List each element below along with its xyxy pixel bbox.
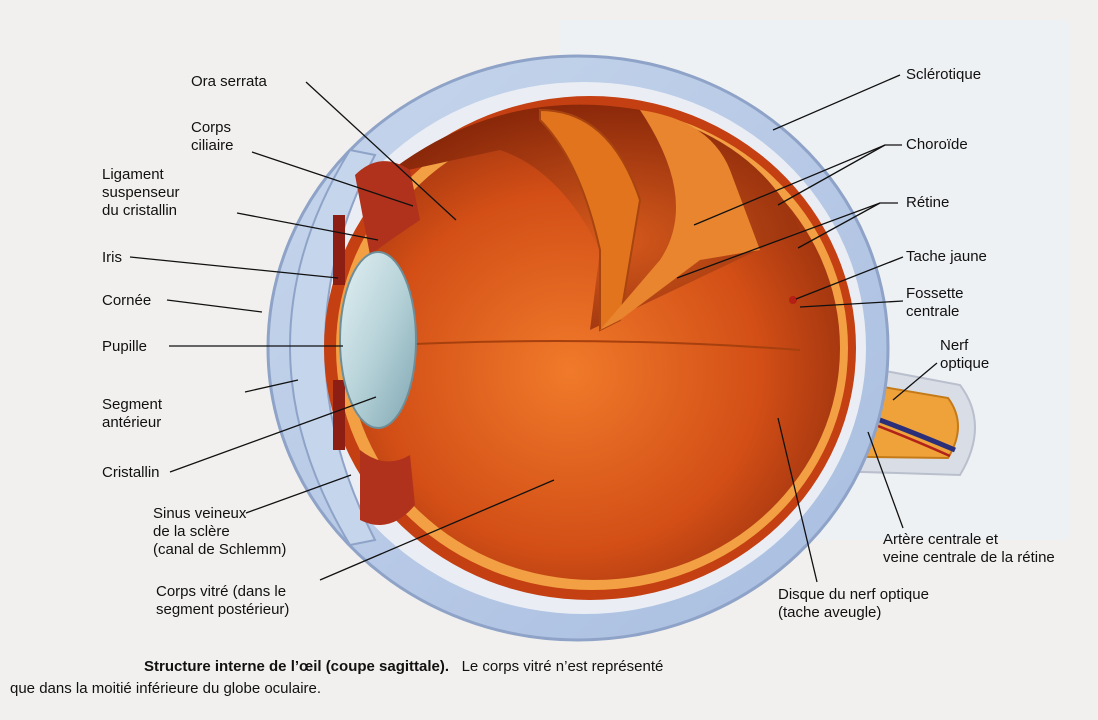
- label-sinus-veineux: Sinus veineux de la sclère (canal de Sch…: [153, 505, 286, 559]
- fovea-marker: [789, 296, 797, 304]
- label-segment-anterieur: Segment antérieur: [102, 396, 162, 432]
- label-cornee: Cornée: [102, 292, 151, 310]
- caption-text-1: Le corps vitré n’est représenté: [462, 658, 664, 675]
- label-pupille: Pupille: [102, 338, 147, 356]
- label-disque-nerf: Disque du nerf optique (tache aveugle): [778, 586, 929, 622]
- label-ora-serrata: Ora serrata: [191, 73, 267, 91]
- caption-title: Structure interne de l’œil (coupe sagitt…: [144, 658, 449, 675]
- caption-line-1: Structure interne de l’œil (coupe sagitt…: [10, 656, 1080, 678]
- caption-text-2: que dans la moitié inférieure du globe o…: [10, 680, 321, 697]
- label-tache-jaune: Tache jaune: [906, 248, 987, 266]
- label-artere-veine: Artère centrale et veine centrale de la …: [883, 531, 1055, 567]
- iris-top: [333, 215, 345, 285]
- label-cristallin: Cristallin: [102, 464, 160, 482]
- label-corps-vitre: Corps vitré (dans le segment postérieur): [156, 583, 289, 619]
- label-fossette-centrale: Fossette centrale: [906, 285, 964, 321]
- label-retine: Rétine: [906, 194, 949, 212]
- figure-caption: Structure interne de l’œil (coupe sagitt…: [10, 656, 1080, 700]
- label-iris: Iris: [102, 249, 122, 267]
- lens: [340, 252, 416, 428]
- iris-bottom: [333, 380, 345, 450]
- label-nerf-optique: Nerf optique: [940, 337, 989, 373]
- label-choroide: Choroïde: [906, 136, 968, 154]
- label-corps-ciliaire: Corps ciliaire: [191, 119, 234, 155]
- label-sclerotique: Sclérotique: [906, 66, 981, 84]
- label-ligament-suspenseur: Ligament suspenseur du cristallin: [102, 166, 180, 220]
